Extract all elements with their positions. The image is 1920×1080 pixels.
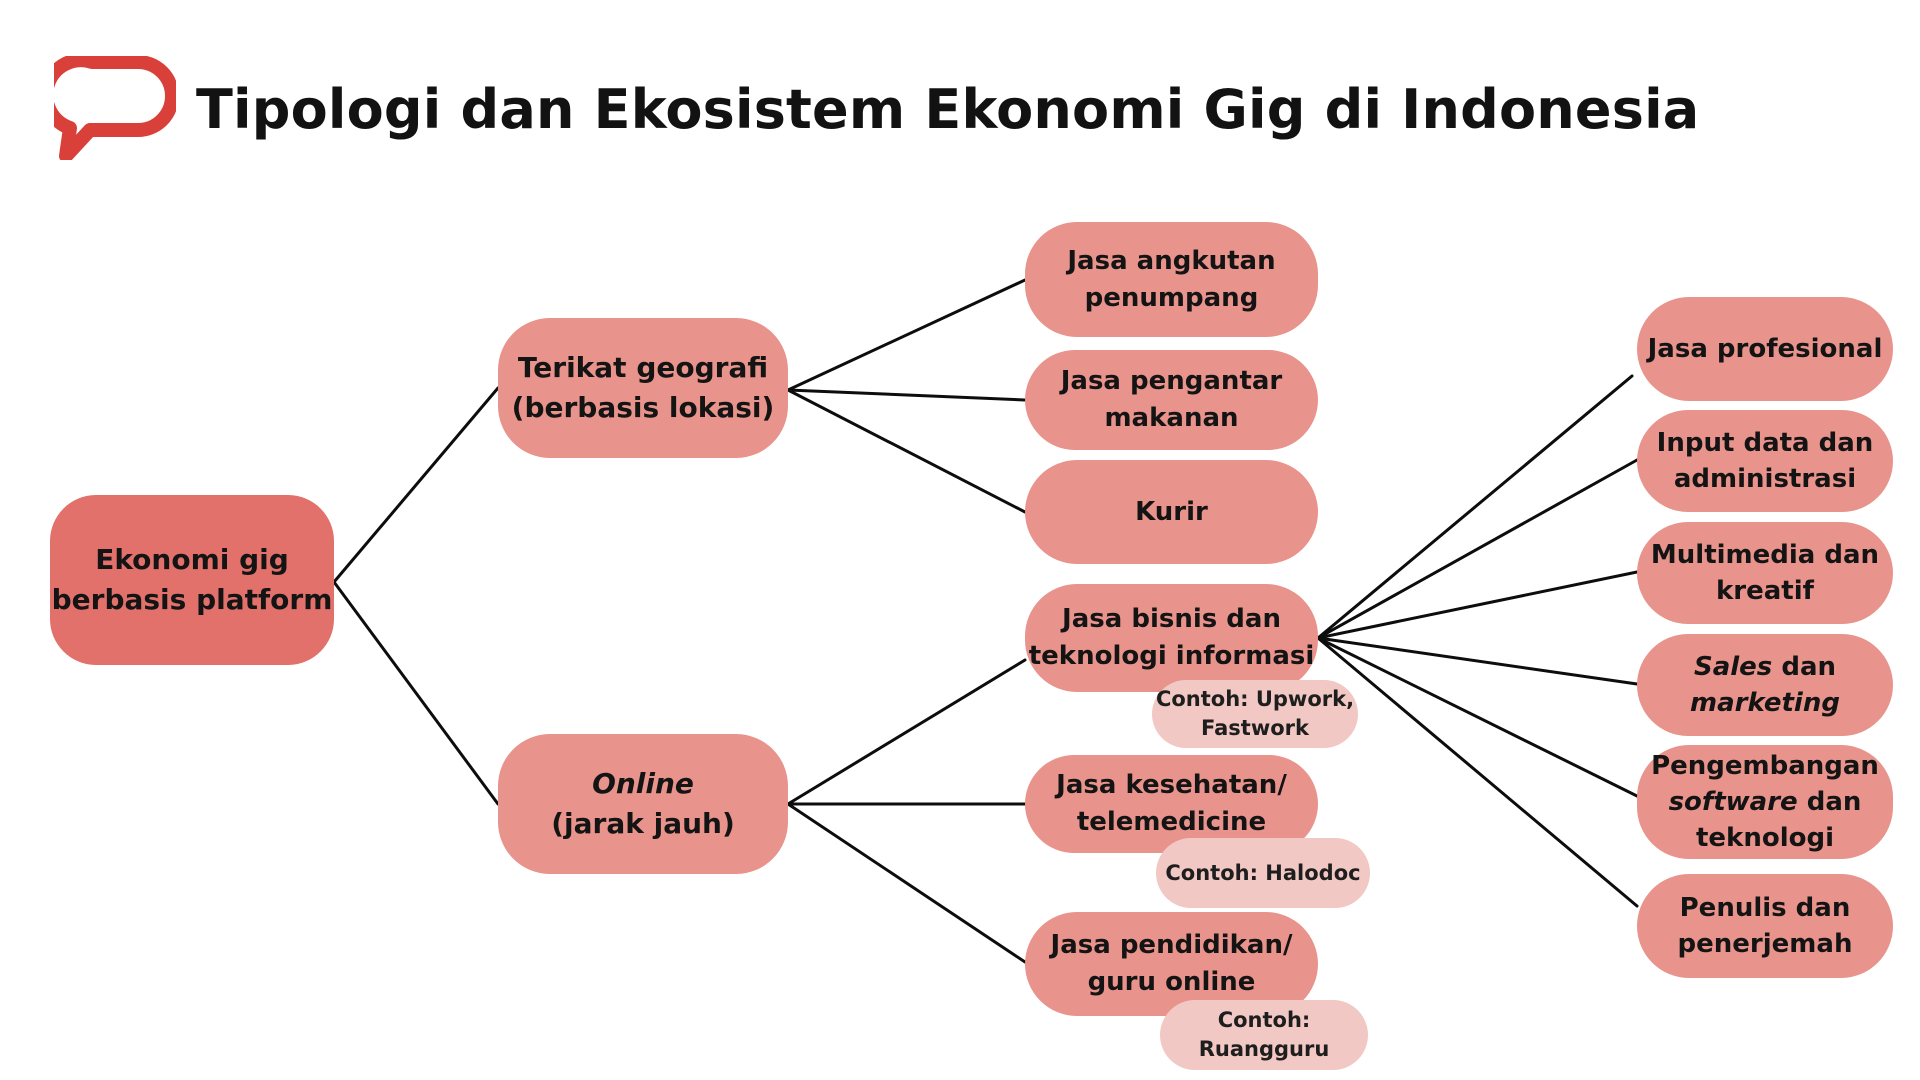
edge-bisnis-sales [1316,636,1639,686]
node-label-italic: software [1668,787,1798,817]
node-label: penumpang [1084,282,1259,313]
node-software-tech: Pengembangan software dan teknologi [1637,745,1893,859]
node-label: dan [1797,787,1862,817]
node-label: Jasa profesional [1647,334,1883,364]
node-passenger-transport: Jasa angkutan penumpang [1025,222,1318,337]
edge-geo-makanan [786,388,1027,402]
node-label: Terikat geografi [517,351,769,384]
edge-bisnis-profesional [1316,374,1634,640]
node-label: Ekonomi gig [95,543,289,576]
node-label: telemedicine [1076,807,1267,837]
node-label: Pengembangan [1651,751,1879,781]
node-writer-translator: Penulis dan penerjemah [1637,874,1893,978]
node-label: (jarak jauh) [551,807,735,840]
node-health-telemedicine: Jasa kesehatan/ telemedicine [1025,755,1318,853]
page-title: Tipologi dan Ekosistem Ekonomi Gig di In… [196,78,1700,141]
edge-geo-kurir [786,388,1027,514]
node-label: dan [1772,652,1836,682]
example-label: Contoh: Halodoc [1165,860,1361,885]
node-label: penerjemah [1677,929,1853,959]
node-label: Jasa kesehatan/ [1056,770,1287,800]
node-label: (berbasis lokasi) [511,391,775,424]
example-badge-education: Contoh: Ruangguru [1160,1000,1368,1070]
node-data-input-admin: Input data dan administrasi [1637,410,1893,512]
node-label: guru online [1087,967,1256,997]
node-label: Jasa pengantar [1060,366,1283,396]
node-professional-services: Jasa profesional [1637,297,1893,401]
node-food-delivery: Jasa pengantar makanan [1025,350,1318,450]
node-multimedia-creative: Multimedia dan kreatif [1637,522,1893,624]
example-label: Fastwork [1201,716,1309,740]
node-label-italic: marketing [1690,688,1840,718]
node-sales-marketing: Sales dan marketing [1637,634,1893,736]
node-online: Online (jarak jauh) [498,734,788,874]
node-label: Penulis dan [1679,893,1851,923]
edge-online-pendidikan [786,802,1027,964]
node-label: Input data dan [1656,428,1874,458]
node-label-row: Sales dan [1694,649,1836,685]
node-label: teknologi [1695,823,1835,853]
node-label: Multimedia dan [1650,540,1880,570]
edge-bisnis-multimedia [1316,570,1639,640]
example-label: Contoh: [1217,1008,1311,1032]
edge-online-bisnis [786,658,1027,806]
node-label: administrasi [1673,464,1857,494]
node-label: berbasis platform [51,583,333,616]
speech-bubble-icon [54,56,176,160]
node-label: Kurir [1135,496,1208,527]
node-label: teknologi informasi [1028,641,1315,671]
node-label-row: software dan [1669,784,1862,820]
example-badge-health: Contoh: Halodoc [1156,838,1370,908]
node-label: kreatif [1716,576,1814,606]
example-badge-business-it: Contoh: Upwork, Fastwork [1152,680,1358,748]
edge-root-geo [332,386,500,584]
node-label: Jasa bisnis dan [1062,604,1281,634]
node-courier: Kurir [1025,460,1318,564]
node-root-platform-gig: Ekonomi gig berbasis platform [50,495,334,665]
edge-root-online [332,580,500,806]
edge-bisnis-software [1316,636,1639,798]
node-label: makanan [1104,403,1239,433]
example-label: Ruangguru [1198,1037,1330,1061]
node-education-online-tutor: Jasa pendidikan/ guru online [1025,912,1318,1016]
node-geo-bound: Terikat geografi (berbasis lokasi) [498,318,788,458]
node-business-it-services: Jasa bisnis dan teknologi informasi [1025,584,1318,692]
edge-bisnis-input [1316,458,1639,640]
edge-geo-angkutan [786,278,1027,392]
node-label: Jasa angkutan [1067,245,1276,276]
node-label: Online [592,767,694,800]
node-label: Jasa pendidikan/ [1050,930,1293,960]
edge-bisnis-penulis [1316,636,1639,908]
node-label-italic: Sales [1693,652,1773,682]
example-label: Contoh: Upwork, [1155,687,1355,711]
